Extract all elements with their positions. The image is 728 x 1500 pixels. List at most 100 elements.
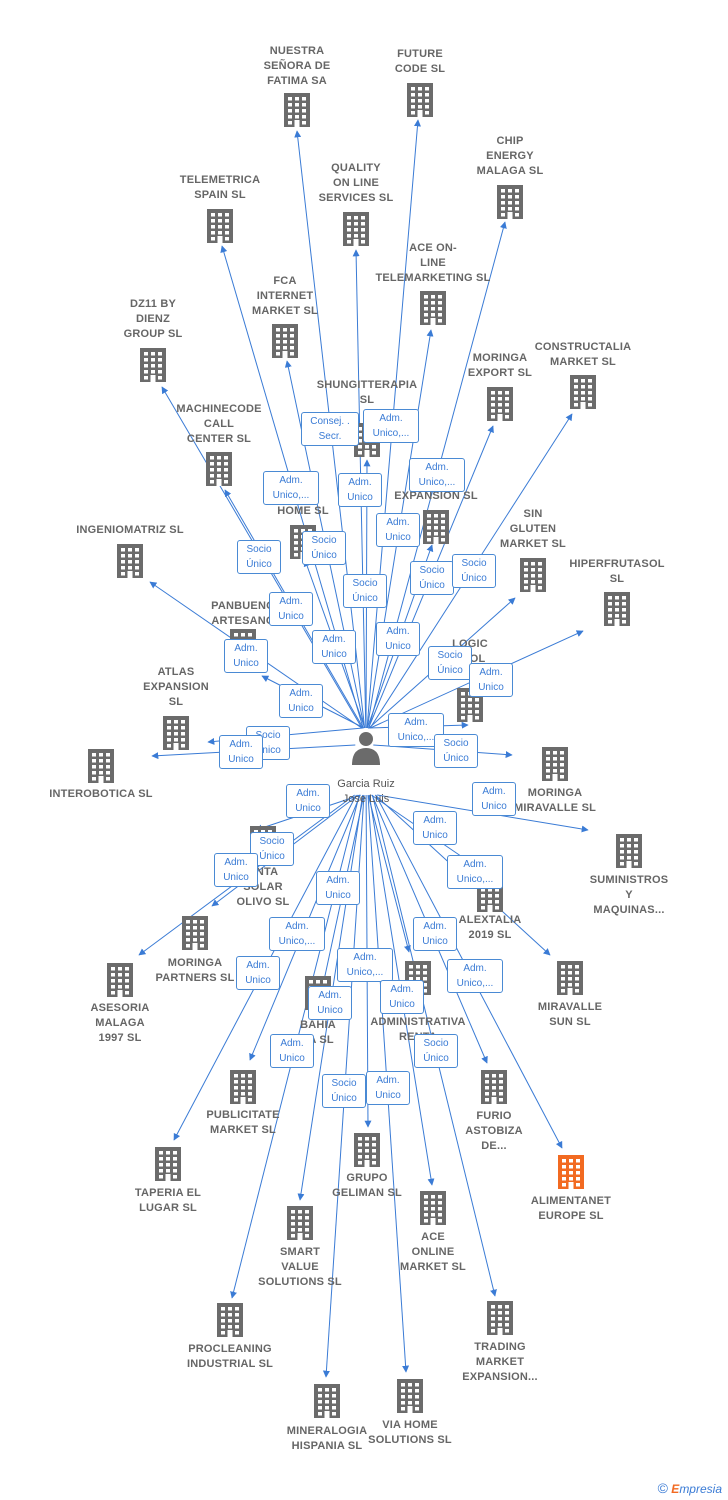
building-icon[interactable] <box>570 375 596 409</box>
role-badge[interactable]: Adm. Unico <box>366 1071 410 1105</box>
role-badge[interactable]: Adm. Unico <box>279 684 323 718</box>
building-icon[interactable] <box>397 1379 423 1413</box>
building-icon[interactable] <box>230 1070 256 1104</box>
role-badge[interactable]: Adm. Unico <box>219 735 263 769</box>
company-label-trading[interactable]: TRADING MARKET EXPANSION... <box>462 1341 538 1383</box>
role-badge[interactable]: Adm. Unico <box>316 871 360 905</box>
company-label-miravalle_sun[interactable]: MIRAVALLE SUN SL <box>537 1001 603 1028</box>
company-label-telemetrica[interactable]: TELEMETRICA SPAIN SL <box>179 174 261 201</box>
building-icon[interactable] <box>557 961 583 995</box>
role-badge[interactable]: Adm. Unico,... <box>263 471 319 505</box>
company-label-chip[interactable]: CHIP ENERGY MALAGA SL <box>476 135 544 177</box>
building-icon[interactable] <box>407 83 433 117</box>
role-badge[interactable]: Adm. Unico <box>380 980 424 1014</box>
building-icon[interactable] <box>207 209 233 243</box>
role-badge[interactable]: Adm. Unico,... <box>409 458 465 492</box>
company-label-smart[interactable]: SMART VALUE SOLUTIONS SL <box>258 1246 342 1288</box>
role-badge[interactable]: Adm. Unico,... <box>337 948 393 982</box>
building-icon[interactable] <box>520 558 546 592</box>
role-badge[interactable]: Adm. Unico <box>312 630 356 664</box>
role-badge[interactable]: Adm. Unico <box>469 663 513 697</box>
building-icon[interactable] <box>182 916 208 950</box>
company-label-mineralogia[interactable]: MINERALOGIA HISPANIA SL <box>286 1425 368 1452</box>
role-badge[interactable]: Adm. Unico <box>308 986 352 1020</box>
company-label-alextalia[interactable]: ALEXTALIA 2019 SL <box>458 914 522 941</box>
building-icon[interactable] <box>497 185 523 219</box>
role-badge[interactable]: Adm. Unico <box>413 917 457 951</box>
company-label-hiperfrutasol[interactable]: HIPERFRUTASOL SL <box>569 558 665 585</box>
role-badge[interactable]: Socio Único <box>434 734 478 768</box>
role-badge[interactable]: Socio Único <box>237 540 281 574</box>
role-badge[interactable]: Socio Único <box>322 1074 366 1108</box>
building-icon[interactable] <box>481 1070 507 1104</box>
company-label-publicitate[interactable]: PUBLICITATE MARKET SL <box>206 1109 280 1136</box>
company-label-expansion[interactable]: EXPANSION SL <box>394 490 478 502</box>
building-icon[interactable] <box>487 387 513 421</box>
company-label-constructalia[interactable]: CONSTRUCTALIA MARKET SL <box>534 341 632 368</box>
role-badge[interactable]: Adm. Unico <box>224 639 268 673</box>
company-label-quality[interactable]: QUALITY ON LINE SERVICES SL <box>318 162 394 204</box>
role-badge[interactable]: Socio Único <box>302 531 346 565</box>
center-person-name[interactable]: Garcia Ruiz Jose Luis <box>337 778 395 805</box>
building-icon[interactable] <box>343 212 369 246</box>
building-icon[interactable] <box>487 1301 513 1335</box>
building-icon[interactable] <box>107 963 133 997</box>
role-badge[interactable]: Adm. Unico,... <box>363 409 419 443</box>
role-badge[interactable]: Adm. Unico,... <box>447 855 503 889</box>
company-label-interobotica[interactable]: INTEROBOTICA SL <box>49 788 153 800</box>
role-badge[interactable]: Adm. Unico <box>214 853 258 887</box>
role-badge[interactable]: Socio Único <box>343 574 387 608</box>
building-icon[interactable] <box>287 1206 313 1240</box>
role-badge[interactable]: Adm. Unico <box>270 1034 314 1068</box>
role-badge[interactable]: Adm. Unico <box>338 473 382 507</box>
building-icon[interactable] <box>354 1133 380 1167</box>
company-label-ingeniomatriz[interactable]: INGENIOMATRIZ SL <box>76 524 184 536</box>
company-label-moringa_partners[interactable]: MORINGA PARTNERS SL <box>155 957 235 984</box>
company-label-ace_online_market[interactable]: ACE ONLINE MARKET SL <box>400 1231 466 1273</box>
company-label-nuestra[interactable]: NUESTRA SEÑORA DE FATIMA SA <box>263 45 331 87</box>
company-label-panbueno[interactable]: PANBUENO ARTESANO <box>211 600 275 627</box>
company-label-shungit[interactable]: SHUNGITTERAPIA SL <box>316 379 418 406</box>
company-label-alimentanet[interactable]: ALIMENTANET EUROPE SL <box>530 1195 612 1222</box>
company-label-atlas[interactable]: ATLAS EXPANSION SL <box>143 666 209 708</box>
company-label-suministros[interactable]: SUMINISTROS Y MAQUINAS... <box>589 874 669 916</box>
building-icon[interactable] <box>420 1191 446 1225</box>
building-icon[interactable] <box>155 1147 181 1181</box>
company-label-via_home[interactable]: VIA HOME SOLUTIONS SL <box>368 1419 452 1446</box>
role-badge[interactable]: Adm. Unico <box>376 622 420 656</box>
role-badge[interactable]: Socio Único <box>428 646 472 680</box>
role-badge[interactable]: Socio Único <box>452 554 496 588</box>
role-badge[interactable]: Adm. Unico <box>236 956 280 990</box>
building-icon[interactable] <box>217 1303 243 1337</box>
company-label-machinecode[interactable]: MACHINECODE CALL CENTER SL <box>176 403 262 445</box>
building-icon[interactable] <box>542 747 568 781</box>
building-icon[interactable] <box>272 324 298 358</box>
company-label-fca[interactable]: FCA INTERNET MARKET SL <box>252 275 318 317</box>
role-badge[interactable]: Adm. Unico <box>269 592 313 626</box>
building-icon[interactable] <box>420 291 446 325</box>
building-icon[interactable] <box>206 452 232 486</box>
role-badge[interactable]: Consej. . Secr. <box>301 412 359 446</box>
company-label-aceonline_tele[interactable]: ACE ON- LINE TELEMARKETING SL <box>375 242 491 284</box>
company-label-dz11[interactable]: DZ11 BY DIENZ GROUP SL <box>123 298 183 340</box>
building-icon[interactable] <box>604 592 630 626</box>
company-label-future[interactable]: FUTURE CODE SL <box>394 48 446 75</box>
building-icon[interactable] <box>423 510 449 544</box>
company-label-asesoria[interactable]: ASESORIA MALAGA 1997 SL <box>90 1002 150 1044</box>
company-label-furio[interactable]: FURIO ASTOBIZA DE... <box>465 1110 523 1152</box>
company-label-grupo[interactable]: GRUPO GELIMAN SL <box>332 1172 402 1199</box>
building-icon[interactable] <box>558 1155 584 1189</box>
company-label-moringa_export[interactable]: MORINGA EXPORT SL <box>467 352 533 379</box>
person-icon[interactable] <box>352 732 380 765</box>
role-badge[interactable]: Adm. Unico <box>472 782 516 816</box>
building-icon[interactable] <box>163 716 189 750</box>
company-label-taperia[interactable]: TAPERIA EL LUGAR SL <box>134 1187 202 1214</box>
company-label-moringa_miravalle[interactable]: MORINGA MIRAVALLE SL <box>513 787 597 814</box>
role-badge[interactable]: Adm. Unico <box>413 811 457 845</box>
building-icon[interactable] <box>117 544 143 578</box>
company-label-procleaning[interactable]: PROCLEANING INDUSTRIAL SL <box>186 1343 274 1370</box>
role-badge[interactable]: Adm. Unico,... <box>269 917 325 951</box>
role-badge[interactable]: Adm. Unico <box>286 784 330 818</box>
building-icon[interactable] <box>616 834 642 868</box>
building-icon[interactable] <box>284 93 310 127</box>
